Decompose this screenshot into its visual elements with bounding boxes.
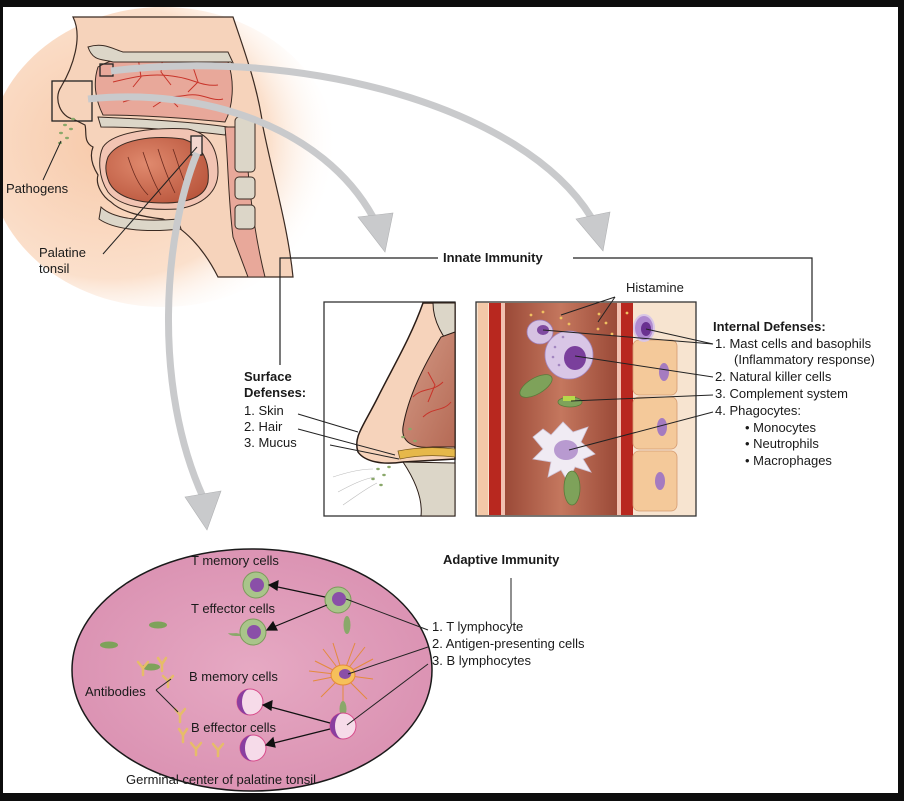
surface-item-skin: 1. Skin xyxy=(244,403,284,418)
label-b-memory-cells: B memory cells xyxy=(189,669,278,684)
phagocyte-neutrophils: • Neutrophils xyxy=(745,436,819,451)
differentiation-arrows xyxy=(261,580,331,748)
germinal-caption: Germinal center of palatine tonsil xyxy=(126,772,317,787)
jaw-bone xyxy=(98,205,182,231)
surface-defenses-title-1: Surface xyxy=(244,369,292,384)
internal-item-inflammatory: (Inflammatory response) xyxy=(734,352,875,367)
vertebrae xyxy=(234,116,256,230)
antigen-presenting-cell xyxy=(308,642,374,705)
b-lymphocyte-cell xyxy=(329,712,357,740)
nose-panel xyxy=(323,301,456,517)
label-tonsil: tonsil xyxy=(39,261,70,276)
label-pathogens: Pathogens xyxy=(6,181,69,196)
label-t-memory-cells: T memory cells xyxy=(191,553,279,568)
internal-item-complement: 3. Complement system xyxy=(715,386,848,401)
internal-item-mast-cells: 1. Mast cells and basophils xyxy=(715,336,872,351)
antibody-shapes xyxy=(136,656,225,758)
adaptive-item-apc: 2. Antigen-presenting cells xyxy=(432,636,585,651)
antibodies-leader-1 xyxy=(155,678,172,691)
antibodies-leader-2 xyxy=(155,689,179,713)
surface-item-mucus: 3. Mucus xyxy=(244,435,297,450)
surface-leaders xyxy=(297,413,400,460)
vessel-panel xyxy=(475,301,697,517)
label-antibodies: Antibodies xyxy=(85,684,146,699)
innate-immunity-title: Innate Immunity xyxy=(443,250,543,265)
t-memory-cell xyxy=(242,571,270,599)
tongue-lines xyxy=(127,148,189,196)
t-effector-cell xyxy=(228,618,267,646)
adaptive-item-b-lymphocytes: 3. B lymphocytes xyxy=(432,653,531,668)
label-palatine: Palatine xyxy=(39,245,86,260)
arrow-nose-to-surface xyxy=(87,93,394,253)
arrow-cavity-to-internal xyxy=(110,62,611,252)
histamine-leaders xyxy=(560,296,616,323)
hard-palate xyxy=(97,116,229,136)
label-histamine: Histamine xyxy=(626,280,684,295)
tonsil-leader xyxy=(102,146,198,255)
phagocyte-monocytes: • Monocytes xyxy=(745,420,817,435)
internal-defenses-title: Internal Defenses: xyxy=(713,319,826,334)
pathogens-leader xyxy=(42,140,62,181)
innate-bracket xyxy=(279,257,813,365)
internal-item-nk-cells: 2. Natural killer cells xyxy=(715,369,832,384)
pathogen-particles xyxy=(58,117,75,145)
adaptive-item-t-lymphocyte: 1. T lymphocyte xyxy=(432,619,524,634)
apc-nucleus xyxy=(339,669,351,679)
adaptive-connectors xyxy=(345,578,512,726)
internal-leaders xyxy=(542,328,714,451)
label-t-effector-cells: T effector cells xyxy=(191,601,276,616)
diagram-canvas: Pathogens Palatine tonsil Innate Immunit… xyxy=(3,7,898,793)
t-lymphocyte-cell xyxy=(324,586,352,634)
b-effector-cell xyxy=(239,734,267,762)
internal-item-phagocytes: 4. Phagocytes: xyxy=(715,403,801,418)
label-b-effector-cells: B effector cells xyxy=(191,720,277,735)
free-antigens xyxy=(100,621,167,671)
phagocyte-macrophages: • Macrophages xyxy=(745,453,832,468)
b-memory-cell xyxy=(236,688,264,716)
surface-defenses-title-2: Defenses: xyxy=(244,385,307,400)
arrow-tonsil-to-germinal xyxy=(165,151,222,531)
surface-item-hair: 2. Hair xyxy=(244,419,283,434)
adaptive-immunity-title: Adaptive Immunity xyxy=(443,552,560,567)
diagram-artwork xyxy=(3,7,813,792)
head-cross-section xyxy=(3,7,338,307)
germinal-center xyxy=(71,548,433,792)
